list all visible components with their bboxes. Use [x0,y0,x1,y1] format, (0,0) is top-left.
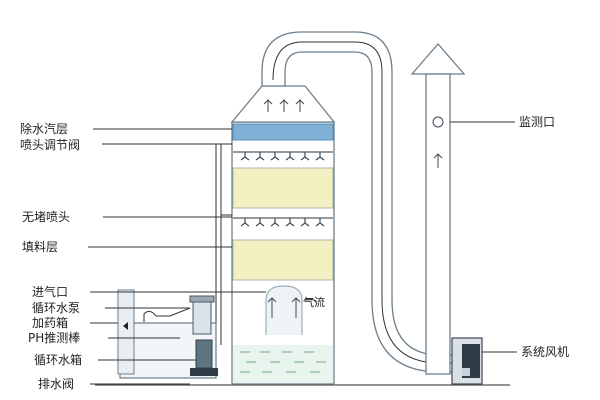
dosing-box [117,289,135,375]
leader-lines [88,121,517,385]
label-nozzle: 无堵喷头 [22,210,70,224]
label-nozzle-valve: 喷头调节阀 [20,138,80,152]
packing-layer-lower [232,239,334,281]
scrubber-tower [231,121,335,385]
packing-layer-upper [232,167,334,209]
label-dosing: 加药箱 [32,315,68,330]
nozzle-icon [240,218,325,227]
arrow-up-icon [263,99,305,112]
airflow-arrow-icon [267,297,318,318]
arrow-up-icon [433,153,443,168]
tower-top-hood [230,85,336,123]
label-drain: 排水阀 [38,377,74,391]
label-pump: 循环水泵 [32,301,80,315]
circulation-pump [143,295,215,335]
label-packing: 填料层 [22,240,58,254]
water-dashes [240,351,326,373]
label-tank: 循环水箱 [34,352,82,367]
fan-icon [451,337,483,385]
stack-cap [410,43,466,75]
demister-layer [232,123,334,141]
inlet-chamber [265,285,303,335]
drain-valve [190,339,218,376]
monitor-port-icon [432,116,444,128]
airflow-label: 气流 [303,295,325,309]
label-fan: 系统风机 [521,345,569,359]
label-monitor: 监测口 [519,115,555,129]
sump-water [233,345,333,383]
nozzle-icon [240,152,325,161]
label-inlet: 进气口 [32,284,68,299]
label-demister: 除水汽层 [20,121,68,136]
label-ph: PH推测棒 [28,331,80,345]
